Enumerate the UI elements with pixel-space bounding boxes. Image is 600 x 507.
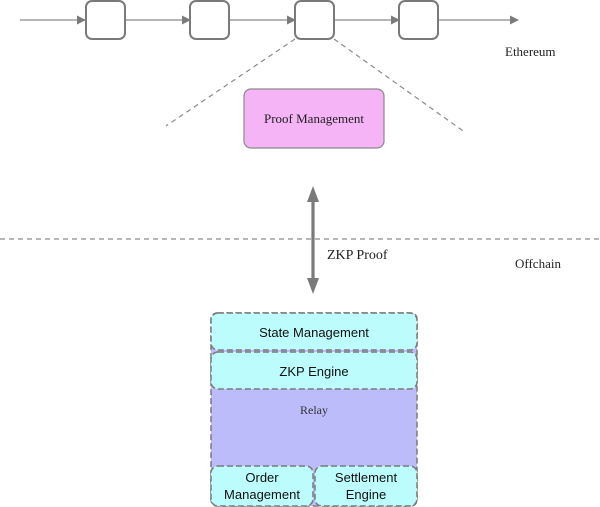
block <box>398 0 439 40</box>
block <box>85 0 126 40</box>
block <box>189 0 230 40</box>
zkp-engine-label: ZKP Engine <box>279 364 348 379</box>
settlement-engine-box <box>314 465 418 507</box>
order-management-box <box>210 465 314 507</box>
blockchain <box>20 0 519 40</box>
ethereum-label: Ethereum <box>505 44 556 59</box>
settlement-engine-label-line1: Settlement <box>335 470 398 485</box>
zoom-line-right <box>333 38 467 134</box>
zkp-proof-label: ZKP Proof <box>327 248 388 263</box>
offchain-label: Offchain <box>515 256 561 271</box>
state-management-box <box>210 312 418 351</box>
proof-management-box <box>243 88 385 149</box>
zkp-proof-arrow <box>307 186 319 294</box>
arrow-head-down <box>307 278 319 294</box>
arrow-head-up <box>307 186 319 202</box>
state-management-label: State Management <box>259 325 369 340</box>
settlement-engine-label-line2: Engine <box>346 487 386 502</box>
proof-management-label: Proof Management <box>264 111 364 126</box>
order-management-label-line2: Management <box>224 487 300 502</box>
zoom-line-left <box>165 38 296 127</box>
relay-label: Relay <box>300 403 328 417</box>
order-management-label-line1: Order <box>245 470 279 485</box>
block <box>294 0 335 40</box>
zkp-engine-box <box>210 351 418 390</box>
